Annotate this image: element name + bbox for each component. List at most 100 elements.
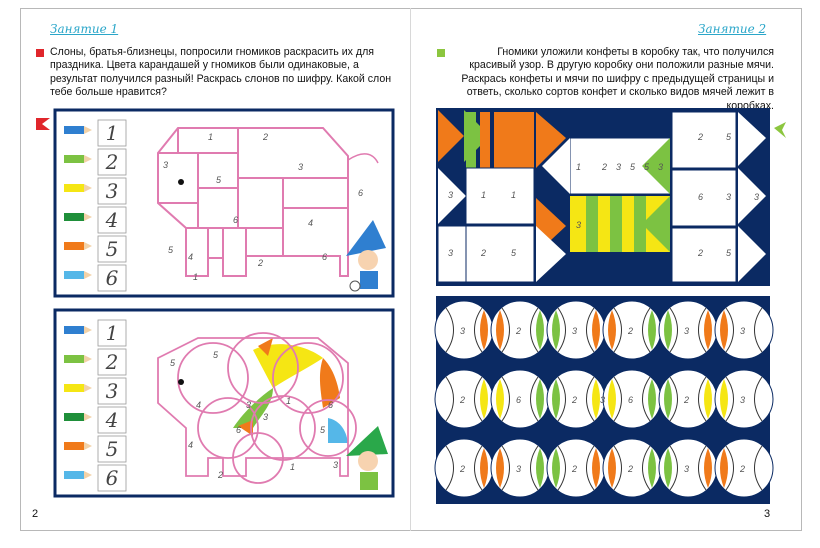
candy-number: 5 — [726, 132, 732, 142]
ball-seam — [704, 448, 712, 488]
task-2-text: Гномики уложили конфеты в коробку так, ч… — [461, 46, 774, 112]
ball-number: 3 — [516, 464, 521, 474]
elephant-eye-2 — [178, 379, 184, 385]
elephant-colored-patches — [233, 338, 348, 443]
pencil-icon — [64, 413, 92, 421]
elephant-2-number: 5 — [320, 425, 326, 435]
candy-middle — [542, 137, 671, 252]
ball-number: 3 — [460, 326, 465, 336]
candy-number: 3 — [658, 162, 663, 172]
ball-number: 3 — [740, 395, 745, 405]
candy-number: 3 — [726, 192, 731, 202]
ball-number: 2 — [739, 464, 745, 474]
elephant-outline-2 — [157, 332, 357, 484]
elephant-2-number: 1 — [290, 462, 295, 472]
pencil-icon — [64, 326, 92, 334]
ball-seam — [480, 448, 488, 488]
ball-number: 2 — [683, 395, 689, 405]
task-2-instruction: Гномики уложили конфеты в коробку так, ч… — [450, 46, 774, 113]
elephant-2-number: 4 — [188, 440, 193, 450]
ball-icon — [658, 438, 718, 498]
elephant-1-number: 1 — [193, 272, 198, 282]
candy-number: 5 — [630, 162, 636, 172]
legend-digit: 1 — [106, 121, 119, 145]
ball-icon — [714, 369, 774, 429]
legend-digit: 5 — [106, 237, 119, 261]
ball-seam — [592, 448, 600, 488]
ball-seam — [664, 379, 672, 419]
book-spread — [20, 8, 802, 531]
elephant-1-number: 2 — [262, 132, 268, 142]
ball-number: 2 — [627, 464, 633, 474]
pencil-icon — [64, 471, 92, 479]
pencil-icon — [64, 355, 92, 363]
legend-digit: 2 — [105, 350, 119, 374]
ball-seam — [480, 379, 488, 419]
candy-number: 1 — [576, 162, 581, 172]
lesson-1-title: Занятие 1 — [50, 22, 119, 36]
elephant-1-number: 3 — [298, 162, 303, 172]
ball-number: 6 — [628, 395, 633, 405]
ball-number: 2 — [571, 464, 577, 474]
ball-number: 2 — [459, 464, 465, 474]
ball-seam — [480, 310, 488, 350]
elephant-1-number: 4 — [308, 218, 313, 228]
legend-digit: 6 — [106, 266, 119, 290]
candy-number: 3 — [754, 192, 759, 202]
elephant-1-number: 1 — [208, 132, 213, 142]
legend-digit: 2 — [105, 150, 119, 174]
ball-seam — [552, 448, 560, 488]
elephant-2-number: 5 — [170, 358, 176, 368]
ball-seam — [536, 310, 544, 350]
elephant-2-number: 6 — [328, 400, 333, 410]
candy-number: 1 — [481, 190, 486, 200]
pencil-icon — [64, 442, 92, 450]
green-ribbon-icon — [774, 122, 786, 138]
candy-number: 3 — [576, 220, 581, 230]
ball-seam — [496, 379, 504, 419]
ball-icon — [602, 438, 662, 498]
ball-seam — [720, 379, 728, 419]
legend-digit: 4 — [105, 408, 119, 432]
ball-seam — [592, 379, 600, 419]
pencil-icon — [64, 271, 92, 279]
ball-seam — [648, 379, 656, 419]
ball-number: 2 — [515, 326, 521, 336]
ball-seam — [720, 448, 728, 488]
elephant-1-number: 5 — [216, 175, 222, 185]
legend-digit: 3 — [106, 379, 119, 403]
legend-digit: 5 — [106, 437, 119, 461]
elephant-1-number: 4 — [188, 252, 193, 262]
ball-seam — [496, 310, 504, 350]
green-bullet-icon — [437, 49, 445, 57]
ball-number: 3 — [600, 395, 605, 405]
elephant-2-number: 3 — [263, 412, 268, 422]
candy-left-wrap — [437, 110, 566, 283]
candy-number: 6 — [698, 192, 703, 202]
elephant-1-number: 6 — [358, 188, 363, 198]
pencil-icon — [64, 184, 92, 192]
elephant-2-number: 6 — [236, 425, 241, 435]
ball-number: 3 — [684, 464, 689, 474]
ball-number: 2 — [459, 395, 465, 405]
pencil-icon — [64, 384, 92, 392]
ball-seam — [664, 448, 672, 488]
ball-seam — [648, 448, 656, 488]
elephant-1-number: 5 — [168, 245, 174, 255]
elephant-2-number: 5 — [213, 350, 219, 360]
ball-seam — [496, 448, 504, 488]
candy-number: 2 — [480, 248, 486, 258]
legend-digit: 6 — [106, 466, 119, 490]
pencil-icon — [64, 155, 92, 163]
ball-seam — [536, 448, 544, 488]
gnome-blue-icon — [346, 220, 386, 292]
elephant-1-number: 6 — [322, 252, 327, 262]
elephant-outline-1 — [157, 127, 379, 277]
elephant-1-number: 2 — [257, 258, 263, 268]
elephant-2-number: 3 — [246, 400, 251, 410]
ball-seam — [552, 310, 560, 350]
elephant-2-number: 2 — [217, 470, 223, 480]
